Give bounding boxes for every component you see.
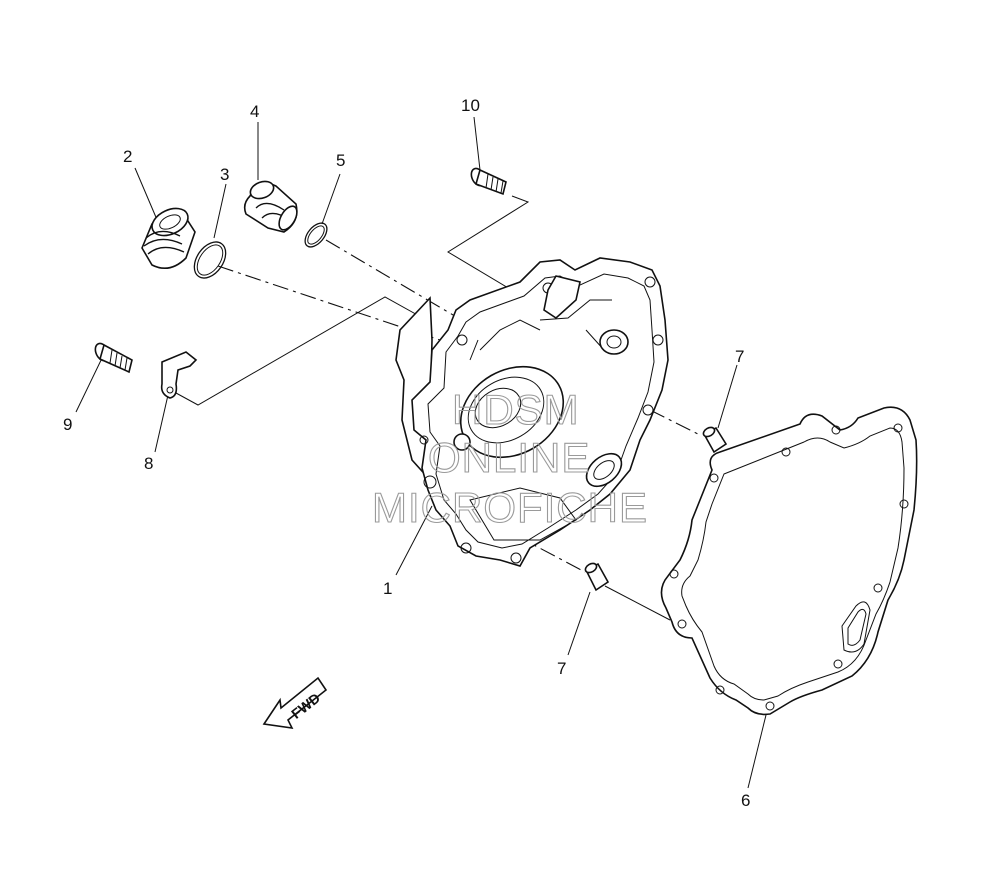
- o-ring-large-part: [193, 241, 227, 279]
- o-ring-small-part: [304, 222, 328, 248]
- gasket-part: [660, 406, 918, 716]
- bracket-part: [160, 351, 198, 399]
- watermark-line-3: MICROFICHE: [372, 484, 648, 531]
- watermark: HDSM ONLINE MICROFICHE: [371, 385, 648, 531]
- dowel-pin-upper-part: [702, 426, 728, 454]
- dowel-pin-lower-part: [584, 562, 610, 592]
- callout-8: 8: [144, 454, 153, 473]
- callout-6: 6: [741, 791, 750, 810]
- callout-1: 1: [383, 579, 392, 598]
- callout-7-lower: 7: [557, 659, 566, 678]
- callout-labels: 1 2 3 4 5 6 7 7 8 9 10: [63, 96, 750, 810]
- plug-part: [243, 180, 298, 233]
- crankcase-cover-part: [395, 257, 669, 567]
- callout-9: 9: [63, 415, 72, 434]
- leader-lines: [75, 116, 767, 789]
- callout-4: 4: [250, 102, 259, 121]
- watermark-line-2: ONLINE: [428, 434, 590, 481]
- callout-2: 2: [123, 147, 132, 166]
- callout-5: 5: [336, 151, 345, 170]
- callout-10: 10: [461, 96, 480, 115]
- plug-cap-part: [141, 207, 196, 270]
- callout-7-upper: 7: [735, 347, 744, 366]
- callout-3: 3: [220, 165, 229, 184]
- forward-direction-arrow-icon: FWD: [262, 676, 328, 730]
- bolt-left-part: [94, 342, 133, 374]
- watermark-line-1: HDSM: [452, 386, 580, 433]
- bolt-top-part: [470, 167, 507, 196]
